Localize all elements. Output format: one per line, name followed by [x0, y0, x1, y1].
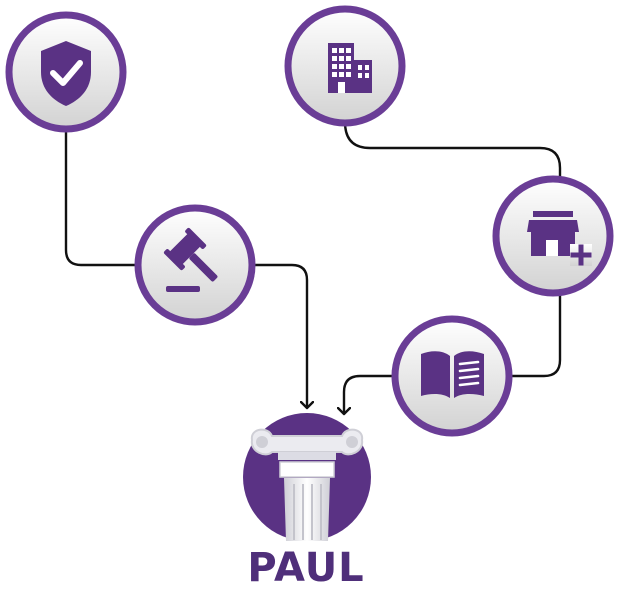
node-building[interactable] — [284, 5, 406, 127]
open-book-icon — [421, 351, 484, 398]
connector-book-hub — [344, 374, 398, 414]
hub-label: PAUL — [247, 545, 365, 591]
node-shield[interactable] — [5, 11, 127, 133]
gavel-icon — [163, 227, 218, 292]
office-building-icon — [328, 43, 372, 93]
connector-building-store — [343, 121, 562, 182]
node-store[interactable] — [492, 175, 614, 297]
connector-shield-gavel — [64, 128, 142, 267]
node-gavel[interactable] — [134, 204, 256, 326]
connector-store-book — [505, 290, 562, 378]
connectors — [64, 121, 562, 414]
store-add-icon — [527, 211, 592, 266]
connector-gavel-hub — [248, 263, 307, 408]
shield-check-icon — [41, 41, 91, 106]
ionic-column-icon — [250, 428, 364, 541]
node-book[interactable] — [391, 315, 513, 437]
hub-node[interactable] — [243, 413, 371, 541]
